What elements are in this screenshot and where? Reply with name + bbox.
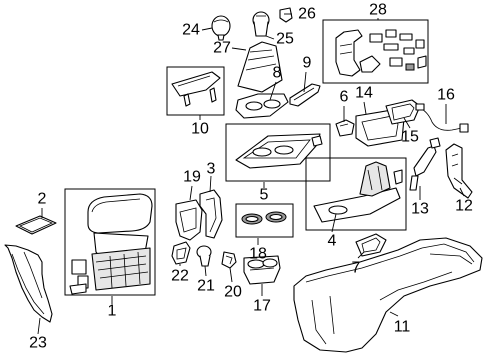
callout-12: 12	[455, 198, 473, 215]
callout-9: 9	[303, 55, 312, 72]
group-frame-1	[64, 188, 156, 296]
part-21-bulb	[196, 245, 212, 267]
part-20-socket	[221, 251, 237, 269]
callout-5: 5	[260, 187, 269, 204]
callout-1: 1	[108, 303, 117, 320]
part-9-trim	[289, 83, 321, 107]
part-6-bracket	[335, 119, 355, 137]
callout-18: 18	[249, 246, 267, 263]
leader-lines	[37, 13, 465, 335]
group-frame-4	[305, 157, 407, 231]
part-2-mat	[15, 215, 57, 235]
part-28-shifter-assembly	[335, 29, 427, 77]
group-frame-10	[166, 66, 225, 116]
callout-8: 8	[273, 65, 282, 82]
callout-20: 20	[224, 284, 242, 301]
callout-10: 10	[191, 121, 209, 138]
callout-14: 14	[355, 85, 373, 102]
part-22-clip	[171, 241, 191, 265]
callout-28: 28	[369, 2, 387, 19]
callout-17: 17	[253, 298, 271, 315]
callout-23: 23	[29, 335, 47, 352]
callout-25: 25	[276, 31, 294, 48]
callout-4: 4	[328, 233, 337, 250]
part-13-trim-strip	[409, 137, 441, 191]
group-frame-28	[322, 19, 429, 84]
callout-27: 27	[213, 40, 231, 57]
callout-6: 6	[340, 89, 349, 106]
part-18-cup-rings	[241, 211, 287, 225]
part-12-bracket	[445, 143, 473, 199]
callout-13: 13	[411, 201, 429, 218]
part-17-cup-holder	[243, 255, 281, 285]
callout-labels: 1 2 3 4 5 6 7 8 9 10 11 12 13 14 15 16 1…	[29, 2, 473, 352]
callout-26: 26	[298, 6, 316, 23]
part-19-bracket	[175, 199, 203, 241]
group-frame-5	[225, 123, 331, 182]
callout-15: 15	[401, 129, 419, 146]
part-25-shift-knob	[252, 11, 270, 37]
part-8-trim	[235, 93, 289, 119]
part-10-trim	[171, 71, 221, 107]
callout-7: 7	[352, 260, 361, 277]
part-5-center-panel	[235, 133, 323, 169]
part-1-armrest-console-box	[69, 193, 153, 295]
part-23-side-panel	[4, 244, 53, 323]
part-26-clip	[279, 7, 293, 23]
part-4-shift-panel	[313, 161, 403, 223]
part-7-tray	[355, 233, 387, 257]
group-frame-18	[235, 203, 294, 238]
part-11-lower-console	[293, 237, 483, 353]
callout-11: 11	[394, 319, 411, 336]
callout-24: 24	[182, 22, 200, 39]
part-24-knob	[211, 15, 231, 41]
callout-16: 16	[437, 87, 455, 104]
part-27-boot	[237, 41, 283, 93]
callout-3: 3	[207, 161, 216, 178]
part-3-bracket	[199, 189, 223, 239]
callout-21: 21	[197, 278, 215, 295]
callout-2: 2	[38, 191, 47, 208]
part-15-tray	[385, 99, 421, 125]
callout-19: 19	[183, 169, 201, 186]
callout-22: 22	[171, 268, 189, 285]
part-16-cable	[415, 103, 469, 133]
